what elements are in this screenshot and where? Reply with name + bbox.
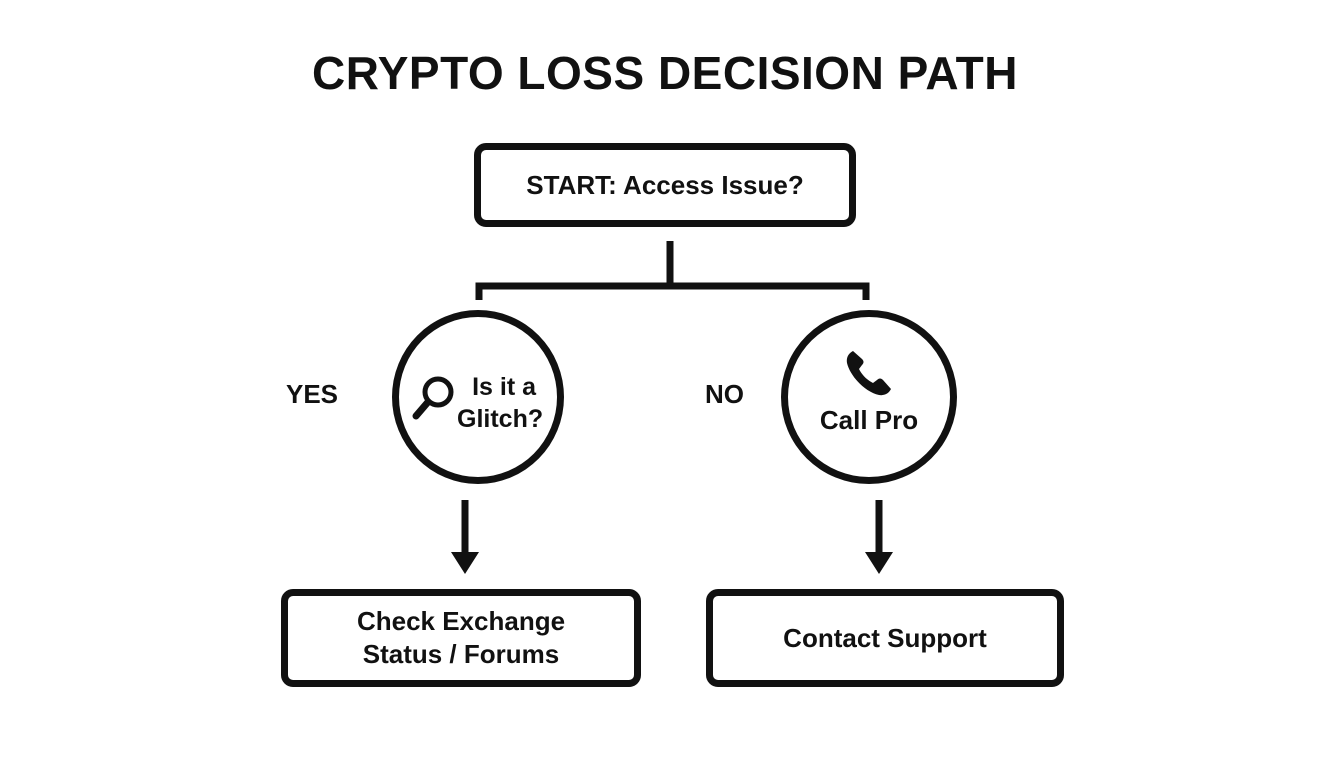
start-node: START: Access Issue? <box>474 143 856 227</box>
glitch-decision-node: Is it a Glitch? <box>392 310 564 484</box>
check-label-line2: Status / Forums <box>362 639 560 669</box>
glitch-node-label: Is it a Glitch? <box>457 371 543 435</box>
start-node-label: START: Access Issue? <box>526 169 804 200</box>
contact-support-label: Contact Support <box>783 622 987 653</box>
yes-arrow-head <box>451 552 479 574</box>
glitch-label-line2: Glitch? <box>457 405 544 433</box>
no-arrow-head <box>865 552 893 574</box>
glitch-label-line1: Is it a <box>472 373 537 401</box>
branch-bar-line <box>475 282 870 300</box>
call-pro-node: Call Pro <box>781 310 957 484</box>
yes-branch-label: YES <box>286 379 339 409</box>
magnifier-icon <box>411 373 457 428</box>
no-branch-label: NO <box>705 379 744 409</box>
contact-support-node: Contact Support <box>706 589 1064 687</box>
check-status-label: Check Exchange Status / Forums <box>357 605 565 671</box>
phone-icon <box>843 347 895 404</box>
call-pro-label: Call Pro <box>819 405 919 435</box>
check-status-node: Check Exchange Status / Forums <box>281 589 641 687</box>
diagram-title: CRYPTO LOSS DECISION PATH <box>312 47 1018 99</box>
check-label-line1: Check Exchange <box>356 606 566 636</box>
